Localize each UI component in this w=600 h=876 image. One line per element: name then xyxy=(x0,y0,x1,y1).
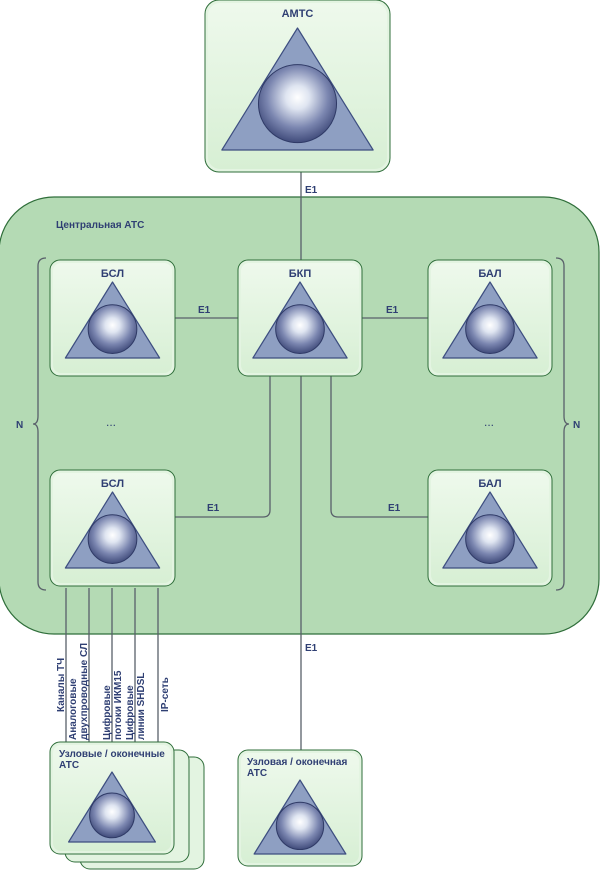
label-bkp-bal2: E1 xyxy=(388,503,401,514)
bkp-node-label: БКП xyxy=(289,268,312,280)
line-type-labels: Каналы ТЧ Аналоговые двухпроводные СЛ Ци… xyxy=(56,643,171,740)
bsl-node-bottom-sphere-icon xyxy=(87,514,138,564)
line-type-label-1: Каналы ТЧ xyxy=(56,658,67,712)
bal-node-bottom: БАЛ xyxy=(427,469,553,587)
line-type-3-line1: Цифровые xyxy=(101,685,113,740)
node-ats-stack-label-1: Узловые / оконечные xyxy=(59,749,165,760)
connections xyxy=(65,172,428,750)
link-bkp-bal2 xyxy=(330,376,428,518)
label-bsl-bkp: E1 xyxy=(198,305,211,316)
bsl-node-bottom-label: БСЛ xyxy=(101,478,124,490)
bsl-node-top-label: БСЛ xyxy=(101,268,124,280)
bkp-node-sphere-icon xyxy=(275,304,325,354)
line-type-4-line2: линии SHDSL xyxy=(136,672,147,740)
node-ats-single-label-1: Узловая / оконечная xyxy=(247,757,347,768)
label-bkp-bal: E1 xyxy=(386,305,399,316)
line-type-2-line1: Аналоговые xyxy=(68,678,79,740)
line-type-label-4: Цифровые линии SHDSL xyxy=(124,672,147,740)
node-ats-single-label-2: АТС xyxy=(247,768,267,779)
bal-node-bottom-sphere-icon xyxy=(465,514,515,564)
line-type-label-5: IP-сеть xyxy=(160,677,171,712)
amts-node: АМТС xyxy=(204,0,391,173)
bal-node-top-sphere-icon xyxy=(465,304,515,354)
bsl-node-top-sphere-icon xyxy=(87,304,138,354)
bsl-node-top: БСЛ xyxy=(49,259,176,377)
left-group-n-label: N xyxy=(16,420,23,431)
right-group-brace: N ... xyxy=(484,257,580,591)
line-type-5-text: IP-сеть xyxy=(160,677,171,712)
line-type-label-2: Аналоговые двухпроводные СЛ xyxy=(68,643,90,740)
bkp-node: БКП xyxy=(237,259,363,377)
line-type-label-3: Цифровые потоки ИКМ15 xyxy=(101,670,124,740)
bal-node-top-label: БАЛ xyxy=(478,268,501,280)
link-bsl2-bkp xyxy=(175,376,271,518)
node-ats-stack-sphere-icon xyxy=(89,792,135,839)
right-group-n-label: N xyxy=(573,420,580,431)
bal-node-top: БАЛ xyxy=(427,259,553,377)
central-ats-label: Центральная АТС xyxy=(56,220,144,231)
line-type-4-line1: Цифровые xyxy=(124,685,136,740)
line-type-2-line2: двухпроводные СЛ xyxy=(79,643,90,740)
left-ellipsis: ... xyxy=(106,415,116,429)
line-type-1-text: Каналы ТЧ xyxy=(56,658,67,712)
right-ellipsis: ... xyxy=(484,415,494,429)
label-bsl2-bkp: E1 xyxy=(207,503,220,514)
node-ats-stack-label-2: АТС xyxy=(59,760,79,771)
link-labels: E1 E1 E1 E1 E1 E1 xyxy=(198,185,401,654)
amts-node-label: АМТС xyxy=(282,8,314,20)
line-type-3-line2: потоки ИКМ15 xyxy=(113,670,124,740)
left-group-brace: N ... xyxy=(16,257,116,591)
bal-node-bottom-label: БАЛ xyxy=(478,478,501,490)
bsl-node-bottom: БСЛ xyxy=(49,469,176,587)
node-ats-single-sphere-icon xyxy=(275,801,325,851)
amts-node-sphere-icon xyxy=(257,64,338,144)
label-amts-bkp: E1 xyxy=(305,185,318,196)
label-central-node: E1 xyxy=(305,643,318,654)
